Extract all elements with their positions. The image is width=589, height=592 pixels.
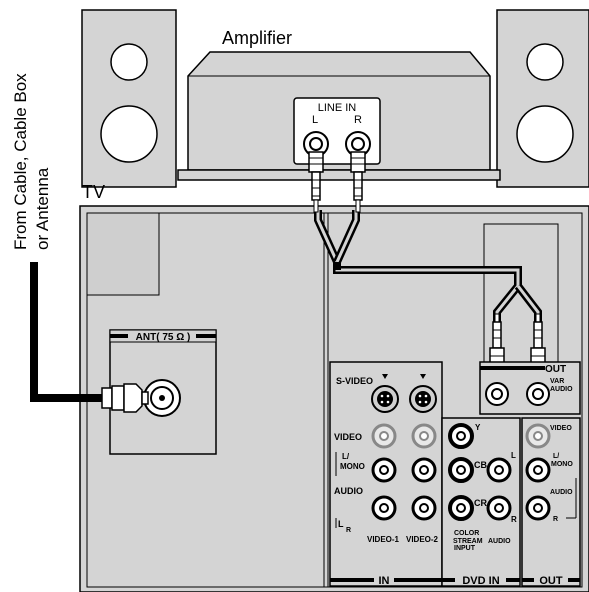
video-1-label: VIDEO-1 [367,535,400,544]
video-in-panel: IN S-VIDEO VIDEO L/ MONO AUDIO [329,361,443,587]
antenna-cable [30,262,149,413]
svideo-2-jack [409,385,437,413]
dvd-cr-label: CR [474,498,487,508]
video-row-label: VIDEO [334,432,362,442]
l-label: L [338,519,344,529]
out-mono-label: MONO [551,461,573,468]
left-speaker [81,9,177,188]
monitor-out-panel: OUT VIDEO L/ MONO AUDIO R [521,417,581,587]
amp-plug-left [308,151,324,213]
amplifier: Amplifier LINE IN L R [177,28,501,181]
out-l-label: L/ [553,453,559,460]
video-2-label: VIDEO-2 [406,535,439,544]
out-video-label: VIDEO [550,425,572,432]
dvd-audio-r-label: R [511,515,517,524]
line-in-label: LINE IN [318,102,357,114]
amp-plug-right [350,151,366,213]
stream-label: STREAM [453,538,483,545]
dvd-audio-label: AUDIO [488,538,511,545]
audio-row-label: AUDIO [334,486,363,496]
out-bottom-label: OUT [539,575,563,587]
var-out-label: OUT [545,364,566,375]
mono-label: MONO [340,462,365,471]
source-label-line1: From Cable, Cable Box [11,73,30,250]
dvd-cb-label: CB [474,460,487,470]
svideo-label: S-VIDEO [336,376,373,386]
video-in-label: IN [379,575,390,587]
svideo-1-jack [371,385,399,413]
dvd-y-label: Y [475,423,481,432]
dvd-in-panel: DVD IN Y CB CR L R COLOR STREAM INPUT AU… [441,417,521,587]
line-in-right-label: R [354,114,362,126]
dvd-in-label: DVD IN [462,575,499,587]
dvd-audio-l-label: L [511,451,516,460]
input-label: INPUT [454,545,476,552]
out-r-label: R [553,516,558,523]
out-audio-label: AUDIO [550,489,573,496]
var-audio-out-panel: OUT VAR AUDIO [479,361,581,415]
l-mono-label: L/ [342,452,350,461]
var-label: VAR [550,378,564,385]
var-audio-label: AUDIO [550,386,573,393]
source-label-line2: or Antenna [33,167,52,250]
audio-cable [314,210,542,322]
line-in-left-label: L [312,114,318,126]
amplifier-label: Amplifier [222,28,292,48]
color-label: COLOR [454,530,479,537]
r-label: R [346,527,351,534]
right-speaker [496,9,589,188]
tv-label: TV [82,182,105,202]
antenna-label: ANT( 75 Ω ) [136,332,191,343]
